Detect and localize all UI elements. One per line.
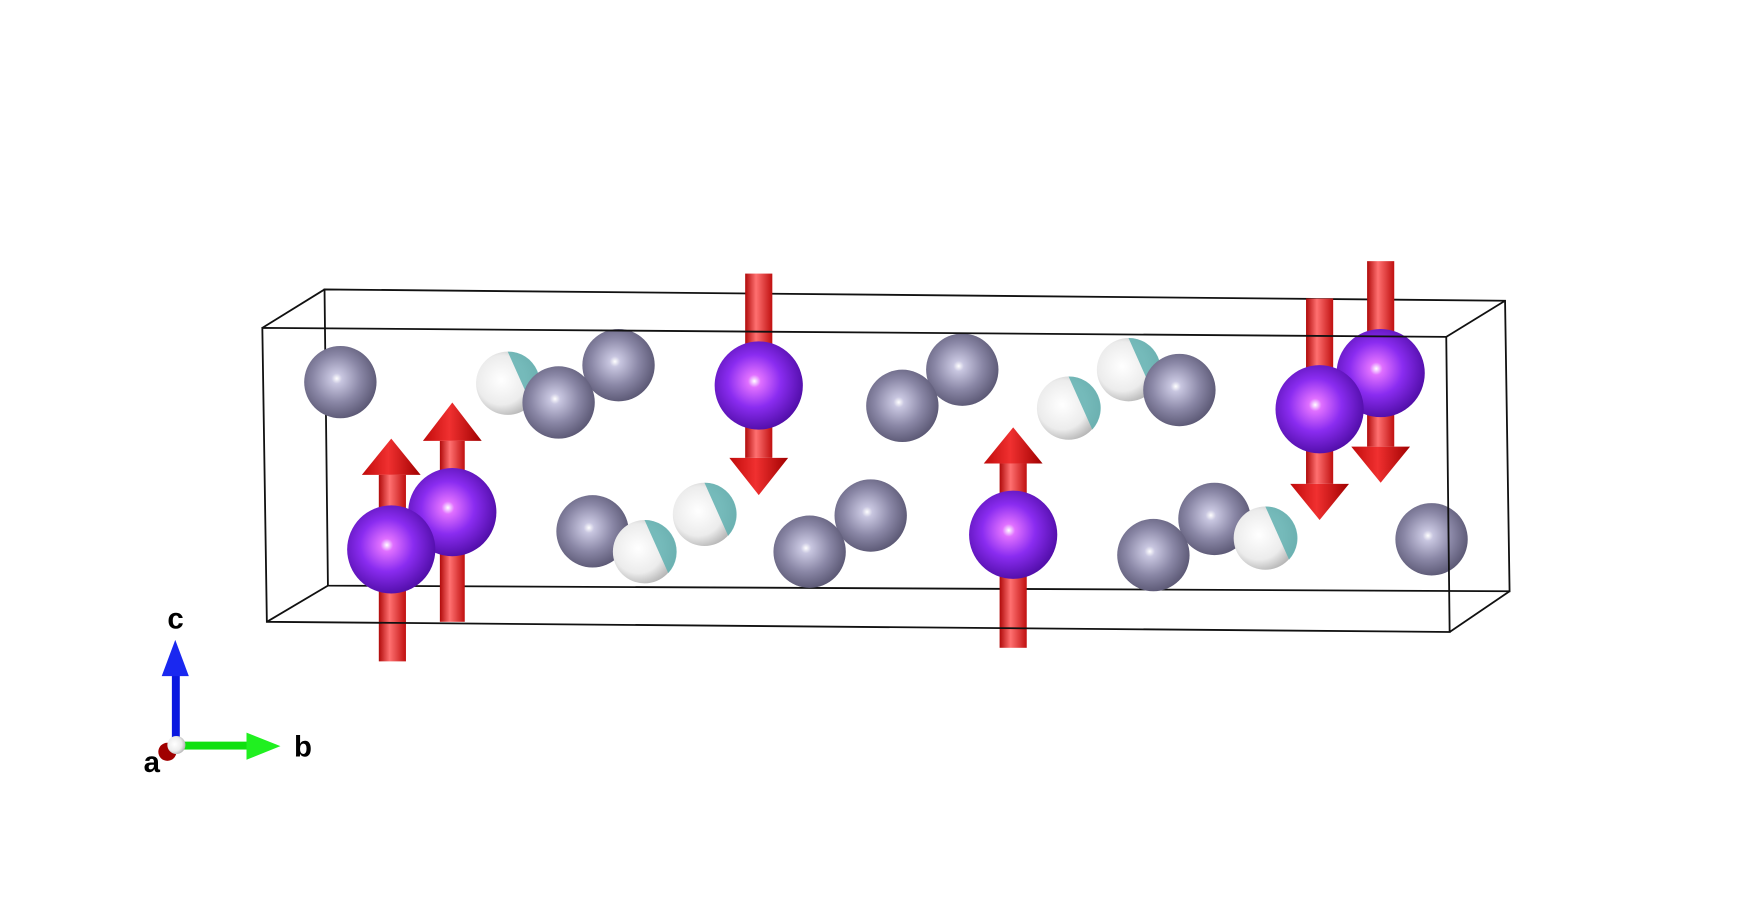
magnetic-atom[interactable]: [1275, 365, 1364, 454]
gray-atom[interactable]: [522, 366, 595, 439]
gray-atom[interactable]: [926, 333, 999, 406]
a-axis-label: a: [144, 746, 161, 779]
spin-arrow-head: [361, 438, 421, 475]
b-axis-shaft: [180, 741, 249, 750]
gray-atom[interactable]: [1143, 353, 1216, 427]
unit-cell-front: [261, 288, 1511, 633]
white-atom[interactable]: [612, 520, 677, 584]
spin-arrow-head: [1290, 483, 1350, 521]
c-axis-arrow-icon: [161, 639, 189, 677]
b-axis-label: b: [294, 730, 312, 763]
magnetic-site-4[interactable]: [969, 427, 1058, 648]
spin-arrow-head: [422, 402, 482, 441]
gray-atom[interactable]: [773, 515, 846, 588]
spin-arrow-head: [1351, 446, 1411, 483]
gray-atom[interactable]: [834, 479, 907, 552]
white-atom[interactable]: [672, 482, 737, 547]
gray-atom[interactable]: [556, 495, 629, 568]
c-axis-label: c: [167, 603, 183, 636]
magnetic-atom[interactable]: [969, 490, 1058, 579]
gray-atoms-front: [522, 353, 1216, 592]
spin-arrow-head: [983, 427, 1043, 464]
magnetic-atom[interactable]: [714, 341, 803, 430]
axis-indicator: c b a: [144, 603, 312, 780]
white-atom[interactable]: [1036, 376, 1101, 440]
magnetic-site-5[interactable]: [1336, 261, 1425, 483]
white-atoms: [476, 338, 1161, 547]
gray-atom[interactable]: [304, 345, 377, 419]
magnetic-site-1[interactable]: [408, 402, 497, 622]
magnetic-site-3[interactable]: [714, 273, 803, 496]
gray-atom[interactable]: [1178, 482, 1251, 556]
gray-atom[interactable]: [866, 369, 939, 443]
magnetic-site-2[interactable]: [347, 438, 436, 662]
gray-atom[interactable]: [582, 328, 655, 402]
axis-origin: [167, 735, 186, 755]
magnetic-atom[interactable]: [347, 505, 436, 594]
gray-atom[interactable]: [1117, 518, 1190, 592]
white-atom[interactable]: [1233, 506, 1298, 570]
magnetic-site-6[interactable]: [1275, 298, 1364, 521]
b-axis-arrow-icon: [246, 732, 281, 760]
spin-arrow-head: [729, 457, 789, 496]
gray-atom[interactable]: [1395, 503, 1468, 576]
white-atoms-front: [612, 376, 1298, 584]
c-axis-shaft: [171, 673, 180, 744]
